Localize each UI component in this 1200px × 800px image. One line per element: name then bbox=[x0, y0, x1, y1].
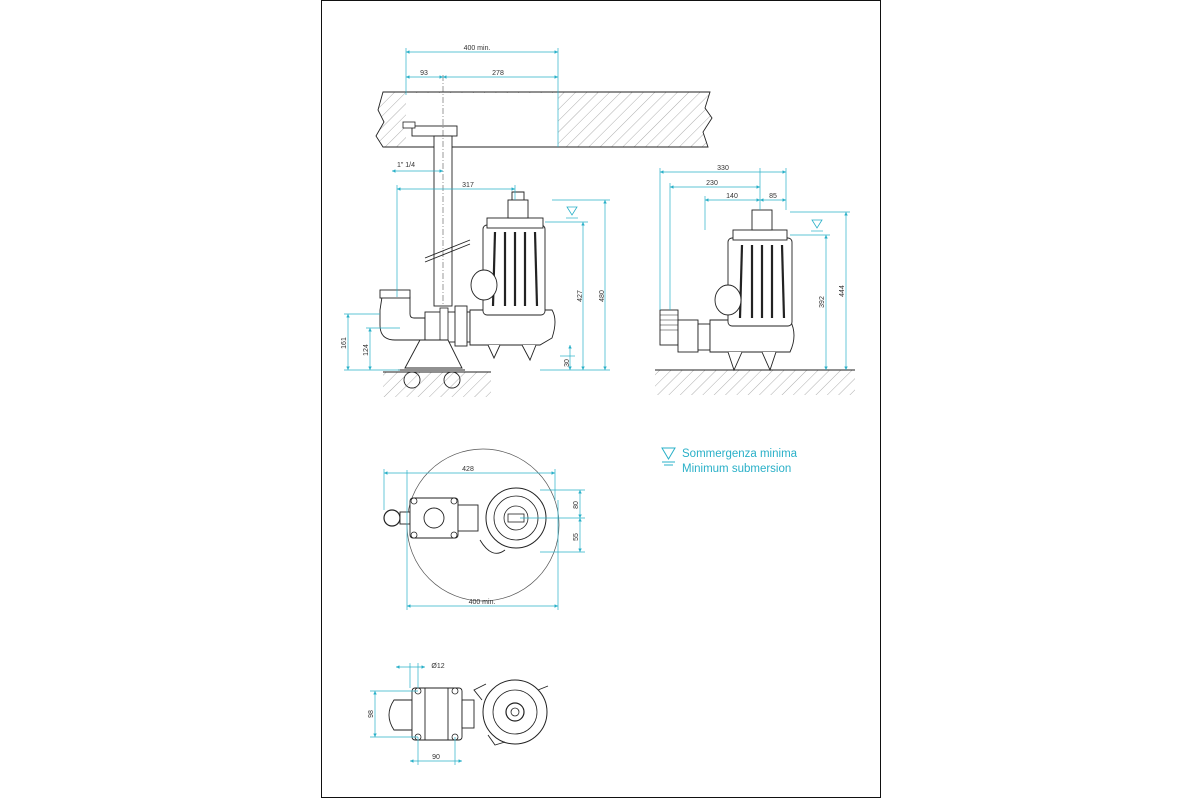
legend-line-2: Minimum submersion bbox=[682, 463, 791, 475]
front-view: 330 230 140 85 392 444 bbox=[655, 165, 855, 395]
dim-392: 392 bbox=[819, 296, 826, 308]
base-stand bbox=[404, 339, 463, 369]
dim-278: 278 bbox=[492, 70, 504, 77]
dim-400-top: 400 min. bbox=[464, 45, 491, 52]
floor-right bbox=[655, 370, 855, 395]
dim-hole: Ø12 bbox=[431, 663, 444, 670]
pump-volute bbox=[469, 309, 556, 346]
dim-330: 330 bbox=[717, 165, 729, 172]
top-view: 428 400 min. 80 55 bbox=[383, 448, 585, 610]
dim-124: 124 bbox=[363, 344, 370, 356]
dim-428: 428 bbox=[462, 466, 474, 473]
dim-230: 230 bbox=[706, 180, 718, 187]
bottom-view: Ø12 98 90 bbox=[368, 663, 549, 765]
legend: Sommergenza minima Minimum submersion bbox=[661, 447, 798, 475]
dim-55: 55 bbox=[573, 533, 580, 541]
dim-480: 480 bbox=[599, 290, 606, 302]
floor bbox=[383, 372, 491, 397]
dim-444: 444 bbox=[839, 285, 846, 297]
dim-98: 98 bbox=[368, 710, 375, 718]
dim-30: 30 bbox=[564, 359, 571, 367]
dim-427: 427 bbox=[577, 290, 584, 302]
dim-90: 90 bbox=[432, 754, 440, 761]
side-view: 400 min. 93 278 1" 1/4 317 427 480 30 16… bbox=[341, 45, 713, 397]
dim-161: 161 bbox=[341, 337, 348, 349]
legend-line-1: Sommergenza minima bbox=[682, 448, 798, 460]
dim-93: 93 bbox=[420, 70, 428, 77]
dim-317: 317 bbox=[462, 182, 474, 189]
dim-pipe-size: 1" 1/4 bbox=[397, 162, 415, 169]
dim-140: 140 bbox=[726, 193, 738, 200]
dim-80: 80 bbox=[573, 501, 580, 509]
dim-85: 85 bbox=[769, 193, 777, 200]
discharge-elbow bbox=[379, 296, 426, 341]
dim-400-bottom: 400 min. bbox=[469, 599, 496, 606]
drawing-sheet bbox=[321, 0, 881, 798]
